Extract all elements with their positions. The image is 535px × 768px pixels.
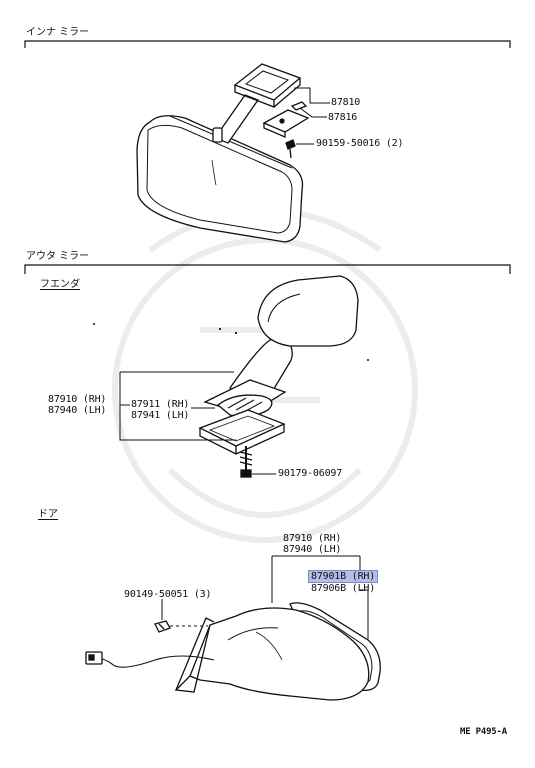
outer-mirror-title: アウタ ミラー bbox=[26, 251, 90, 262]
part-label-87816: 87816 bbox=[328, 112, 358, 123]
door-subtitle: ドア bbox=[38, 509, 58, 520]
part-label-90149: 90149-50051 (3) bbox=[124, 589, 212, 600]
door-mirror-leaders bbox=[161, 555, 369, 640]
inner-rear-view-mirror bbox=[136, 63, 310, 243]
part-label-87940-lh-door: 87940 (LH) bbox=[283, 544, 342, 555]
fender-subtitle: フエンダ bbox=[40, 279, 80, 290]
part-label-90179: 90179-06097 bbox=[278, 468, 343, 479]
part-label-90159: 90159-50016 (2) bbox=[316, 138, 404, 149]
outer-mirror-bracket bbox=[24, 264, 511, 274]
part-label-87901b-highlighted[interactable]: 87901B (RH) bbox=[307, 570, 379, 583]
inner-mirror-leaders bbox=[294, 87, 330, 145]
part-label-87810: 87810 bbox=[331, 97, 361, 108]
fender-mirror bbox=[198, 275, 359, 478]
inner-mirror-title: インナ ミラー bbox=[26, 27, 90, 38]
inner-mirror-bracket bbox=[24, 40, 511, 48]
door-mirror bbox=[85, 602, 381, 701]
part-label-87940-lh-fender: 87940 (LH) bbox=[48, 405, 107, 416]
part-label-87941: 87941 (LH) bbox=[131, 410, 190, 421]
part-label-87910-rh-fender: 87910 (RH) bbox=[48, 394, 107, 405]
diagram-code: ME P495-A bbox=[460, 727, 507, 737]
fender-dots bbox=[93, 323, 369, 361]
part-label-87911: 87911 (RH) bbox=[131, 399, 190, 410]
part-label-87910-rh-door: 87910 (RH) bbox=[283, 533, 342, 544]
part-label-87906b: 87906B (LH) bbox=[311, 583, 376, 594]
fender-mirror-leaders bbox=[119, 371, 276, 475]
